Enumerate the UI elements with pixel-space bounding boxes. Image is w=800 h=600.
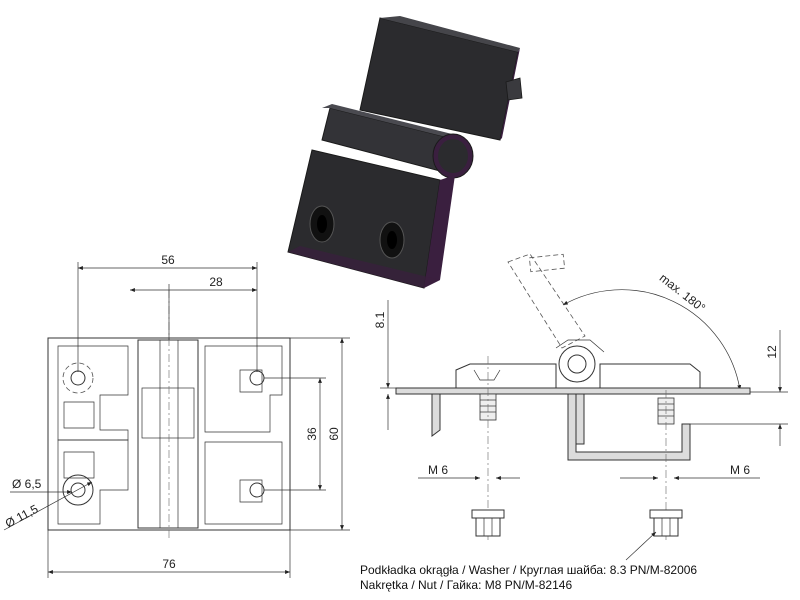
hole-icon	[62, 474, 94, 506]
dim-28: 28	[209, 275, 223, 289]
dim-36: 36	[305, 427, 319, 441]
dim-56: 56	[161, 253, 175, 267]
note-nut: Nakrętka / Nut / Гайка: M8 PN/M-82146	[360, 578, 572, 592]
dim-12: 12	[765, 345, 779, 359]
dim-76: 76	[162, 557, 176, 571]
dim-hole-large: Ø 11,5	[3, 502, 41, 531]
nut-icon	[471, 509, 505, 537]
front-view: 56 28 76 60 36 Ø 6,5 Ø 11,5	[3, 253, 350, 578]
thread-m6-right: M 6	[730, 463, 750, 477]
thread-m6-left: M 6	[428, 463, 448, 477]
rotated-leaf-ghost	[507, 253, 586, 349]
note-washer: Podkładka okrągła / Washer / Круглая шай…	[360, 563, 697, 577]
countersink-hole-icon	[309, 205, 335, 243]
side-view: max. 180°	[373, 253, 788, 561]
nut-icon	[649, 509, 683, 537]
countersink-hole-icon	[379, 221, 405, 259]
dim-60: 60	[327, 427, 341, 441]
hinge-3d-render	[287, 16, 523, 289]
dim-hole-small: Ø 6,5	[12, 477, 42, 491]
rotation-label: max. 180°	[657, 271, 708, 315]
dim-8-1: 8.1	[373, 311, 387, 328]
